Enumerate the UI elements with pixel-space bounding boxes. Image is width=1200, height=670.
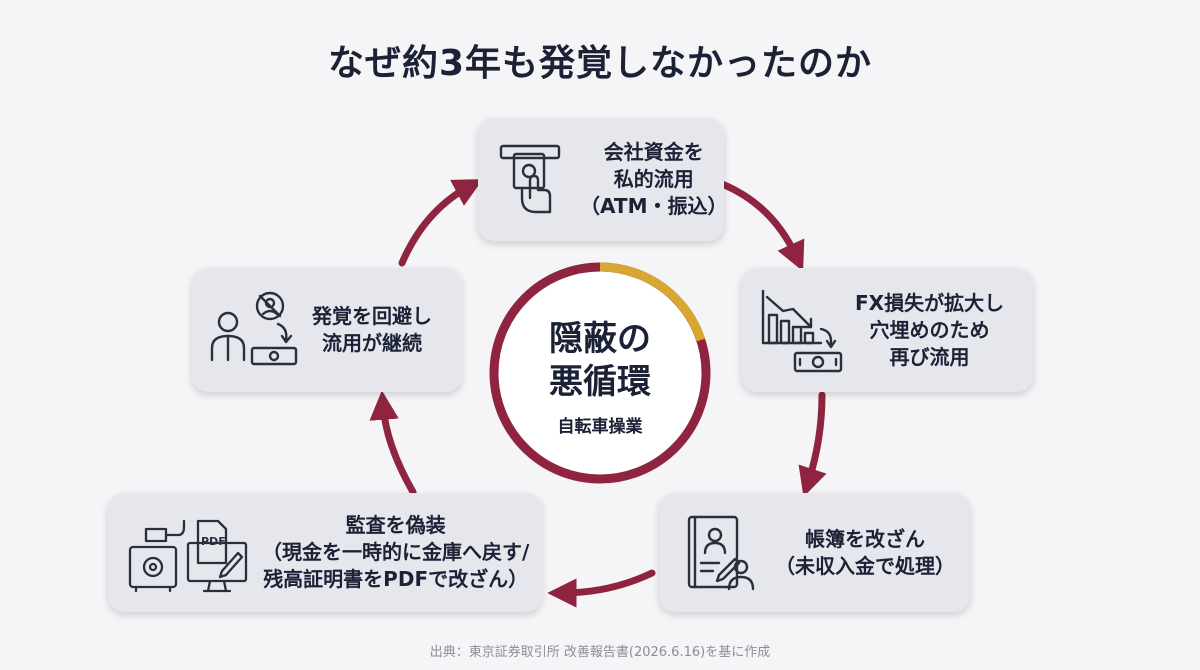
- step-text-line: 私的流用: [613, 167, 694, 191]
- arrow-left-to-leftupper: [369, 390, 417, 496]
- page-title: なぜ約3年も発覚しなかったのか: [327, 43, 873, 84]
- cycle-step-misappropriation: 会社資金を 私的流用 （ATM・振込）: [478, 118, 728, 241]
- center-subtitle: 自転車操業: [557, 417, 643, 437]
- source-footnote: 出典：東京証券取引所 改善報告書(2026.6.16)を基に作成: [429, 645, 771, 660]
- safe-pdf-monitor-icon: PDF: [126, 513, 252, 593]
- step-text-line: 穴埋めのため: [869, 317, 990, 342]
- step-text-line: FX損失が拡大し: [855, 290, 1005, 315]
- step-text-line: 残高証明書をPDFで改ざん）: [263, 567, 529, 591]
- cycle-step-fx-loss: FX損失が拡大し 穴埋めのため 再び流用: [741, 268, 1033, 392]
- step-text-line: （未収入金で処理）: [775, 553, 955, 578]
- atm-cash-icon: [498, 140, 564, 220]
- fx-loss-chart-icon: [759, 285, 845, 375]
- person-hide-icon: [208, 288, 300, 372]
- arrow-right-to-bottom: [798, 391, 827, 497]
- ring-accent-arc: [599, 262, 706, 342]
- cycle-step-audit-disguise: PDF 監査を偽装 （現金を一時的に金庫へ戻す/ 残高証明書をPDFで改ざん）: [108, 493, 542, 612]
- step-text-line: 再び流用: [889, 344, 970, 369]
- cycle-ring: [489, 262, 711, 484]
- svg-text:PDF: PDF: [201, 535, 226, 548]
- arrow-top-to-right: [718, 180, 805, 272]
- step-text-line: 会社資金を: [603, 140, 704, 164]
- step-text-line: 流用が継続: [322, 331, 422, 355]
- step-text-line: 帳簿を改ざん: [805, 526, 925, 551]
- center-title-line1: 隠蔽の: [549, 319, 651, 359]
- ledger-edit-icon: [683, 513, 757, 593]
- step-text-line: （現金を一時的に金庫へ戻す/: [262, 540, 530, 564]
- center-title-line2: 悪循環: [549, 362, 651, 402]
- center-label: 隠蔽の 悪循環 自転車操業: [485, 318, 715, 437]
- step-text-line: 監査を偽装: [345, 513, 446, 537]
- cycle-step-avoid-detection: 発覚を回避し 流用が継続: [192, 268, 462, 392]
- cycle-step-ledger-falsify: 帳簿を改ざん （未収入金で処理）: [659, 493, 970, 612]
- arrow-bottom-to-left: [547, 569, 656, 608]
- step-text-line: 発覚を回避し: [312, 304, 432, 328]
- step-text-line: （ATM・振込）: [580, 194, 728, 218]
- arrow-leftupper-to-top: [398, 179, 483, 267]
